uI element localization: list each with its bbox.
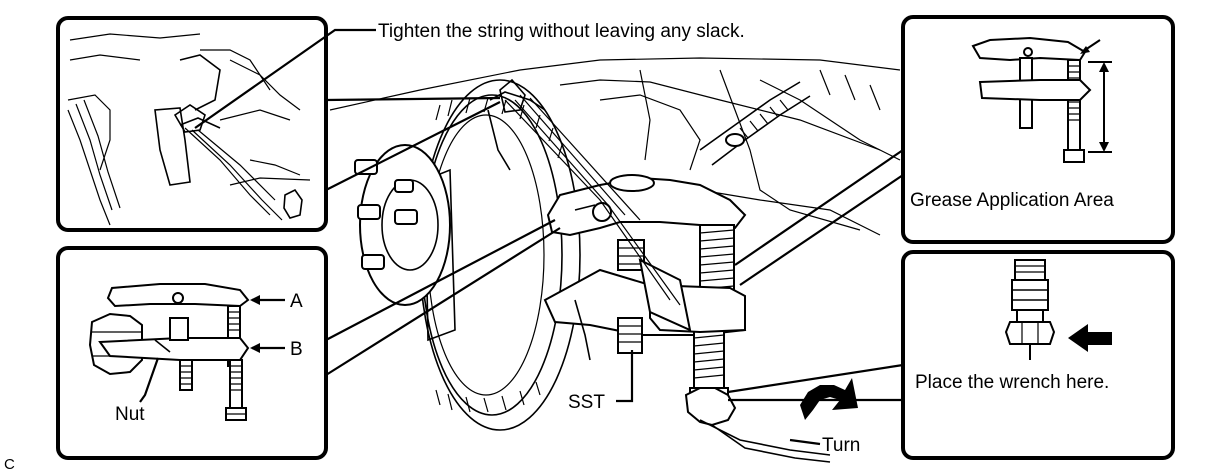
main-assembly-illustration xyxy=(329,57,901,463)
leader-lines xyxy=(194,28,904,446)
wrench xyxy=(684,387,831,463)
label-a: A xyxy=(290,291,303,312)
wrench-position-arrow-icon xyxy=(1068,324,1112,352)
tie-rod xyxy=(699,81,811,166)
sst-label: SST xyxy=(568,392,605,413)
inset-string-tie-drawing xyxy=(67,33,311,226)
suspension-frame-lines xyxy=(329,57,901,236)
inset-grease-area xyxy=(901,15,1175,244)
label-b: B xyxy=(290,339,303,360)
turn-arrow-icon xyxy=(800,378,858,420)
inset-sst-detail xyxy=(56,246,328,460)
inset-wrench-position xyxy=(901,250,1175,460)
inset-wrench-drawing xyxy=(1004,259,1056,360)
lug-studs xyxy=(354,159,418,270)
wheel-hub xyxy=(354,144,451,306)
turn-label: Turn xyxy=(822,435,860,456)
wrench-note-label: Place the wrench here. xyxy=(915,372,1109,393)
grease-area-label: Grease Application Area xyxy=(910,190,1114,211)
inset-sst-drawing xyxy=(88,283,250,421)
nut-label: Nut xyxy=(115,404,145,425)
inset-grease-drawing xyxy=(971,36,1112,163)
corner-code-label: C xyxy=(4,456,15,473)
inset-string-tie xyxy=(56,16,328,232)
string-tie xyxy=(487,78,681,306)
string-note-label: Tighten the string without leaving any s… xyxy=(378,21,745,42)
